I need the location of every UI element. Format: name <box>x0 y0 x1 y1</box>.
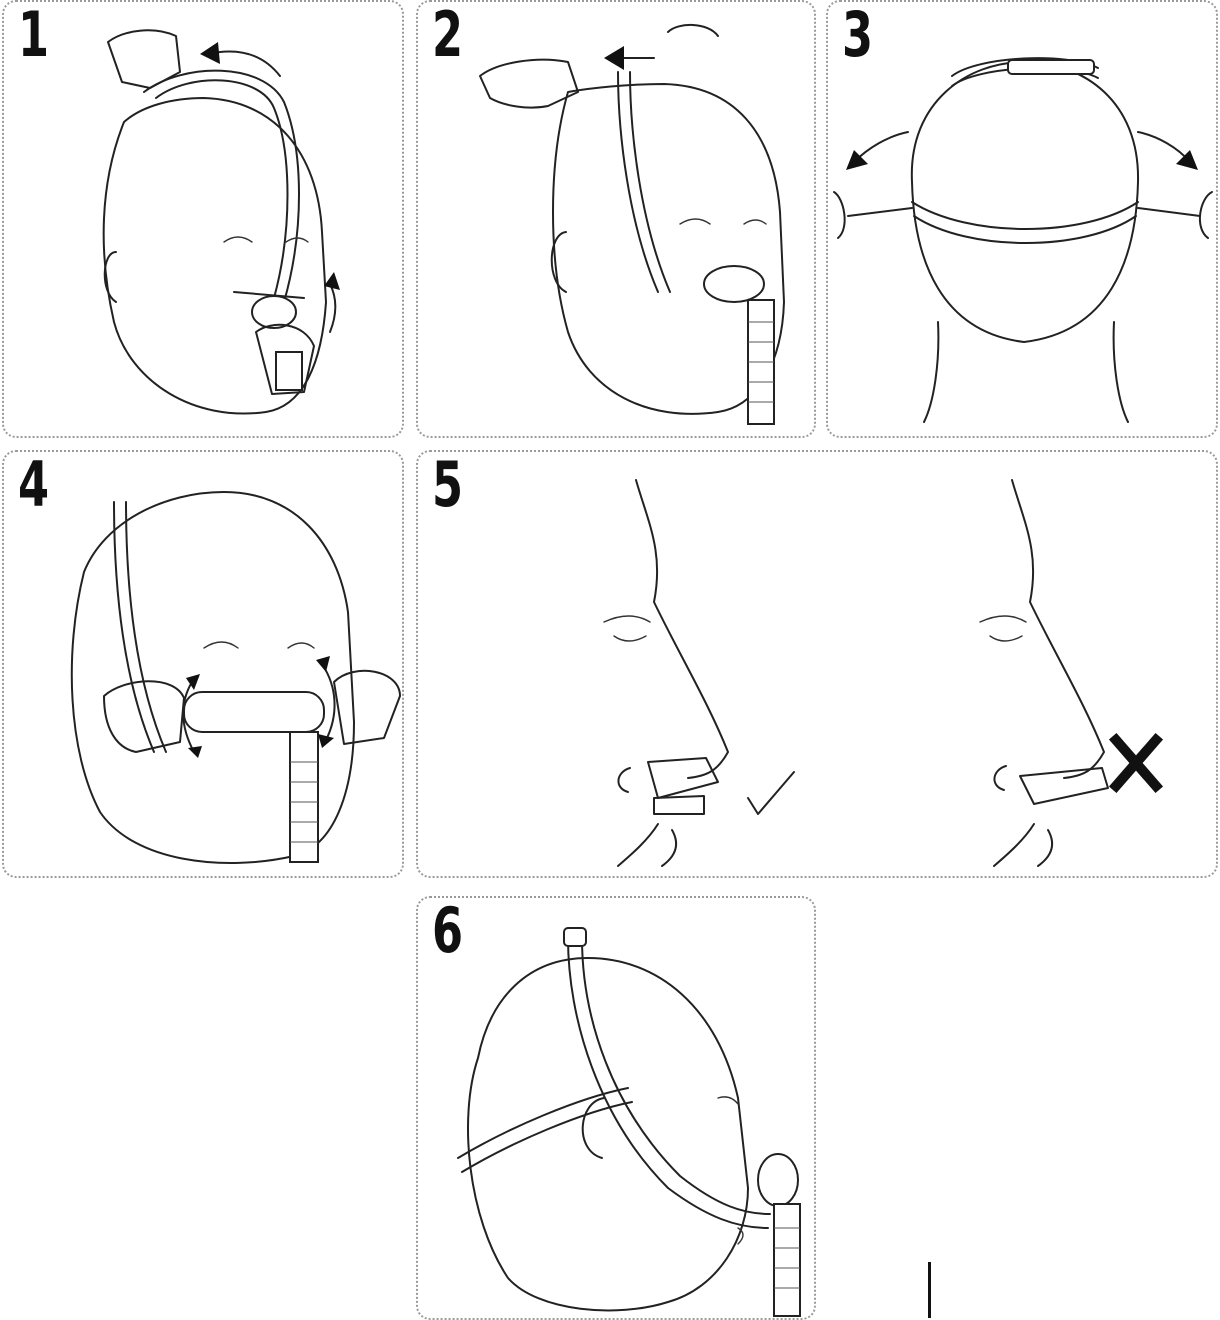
arrowhead-icon <box>188 746 202 758</box>
hand <box>1200 192 1212 238</box>
nasal-pillows <box>704 266 764 302</box>
step-1-illustration <box>4 2 404 438</box>
arrowhead-icon <box>604 46 624 70</box>
face-profile <box>1012 480 1104 778</box>
nasal-pillow <box>1020 768 1108 804</box>
cross-icon <box>1116 740 1156 786</box>
checkmark-icon <box>748 772 794 814</box>
eye <box>680 219 710 224</box>
rear-strap <box>912 202 1138 229</box>
head-outline <box>912 62 1138 342</box>
arrow-icon <box>854 132 908 162</box>
eye <box>614 636 646 641</box>
hand <box>334 671 400 744</box>
face-profile <box>636 480 728 778</box>
eye <box>224 237 252 242</box>
nasal-pillows <box>252 296 296 328</box>
step-4-panel: 4 <box>2 450 404 878</box>
nasal-pillows <box>758 1154 798 1206</box>
tube <box>276 352 302 390</box>
headgear-strap <box>144 71 299 302</box>
strap-buckle <box>1008 60 1094 74</box>
arrow-icon <box>330 284 335 332</box>
step-3-panel: 3 <box>826 0 1218 438</box>
step-1-panel: 1 <box>2 0 404 438</box>
step-3-illustration <box>828 2 1218 438</box>
step-6-illustration <box>418 898 816 1320</box>
hand <box>104 681 184 752</box>
headgear-strap <box>568 938 768 1228</box>
hand <box>668 25 718 36</box>
step-6-panel: 6 <box>416 896 816 1320</box>
strap-buckle <box>564 928 586 946</box>
page-edge-mark <box>928 1262 931 1318</box>
head-outline <box>468 958 748 1310</box>
incorrect-fit-profile <box>980 480 1108 866</box>
hand <box>480 60 578 108</box>
eye <box>204 642 238 648</box>
step-2-illustration <box>418 2 816 438</box>
arrowhead-icon <box>324 272 340 290</box>
headgear-strap <box>618 72 658 292</box>
eye <box>990 636 1022 641</box>
arrowhead-icon <box>316 656 330 672</box>
step-4-illustration <box>4 452 404 878</box>
arrow-icon <box>1138 132 1190 162</box>
correct-fit-profile <box>604 480 728 866</box>
arrowhead-icon <box>200 42 220 64</box>
arrowhead-icon <box>318 734 334 748</box>
arrow-icon <box>322 664 335 740</box>
nasal-pillows <box>184 692 324 732</box>
step-5-panel: 5 <box>416 450 1218 878</box>
step-5-illustration <box>418 452 1218 878</box>
eye <box>718 1097 738 1104</box>
tube <box>774 1204 800 1316</box>
step-2-panel: 2 <box>416 0 816 438</box>
eye <box>744 220 766 224</box>
eye <box>288 643 314 648</box>
ear <box>583 1098 604 1158</box>
nasal-pillow <box>648 758 718 798</box>
arrowhead-icon <box>1176 150 1198 170</box>
hand <box>834 192 845 238</box>
